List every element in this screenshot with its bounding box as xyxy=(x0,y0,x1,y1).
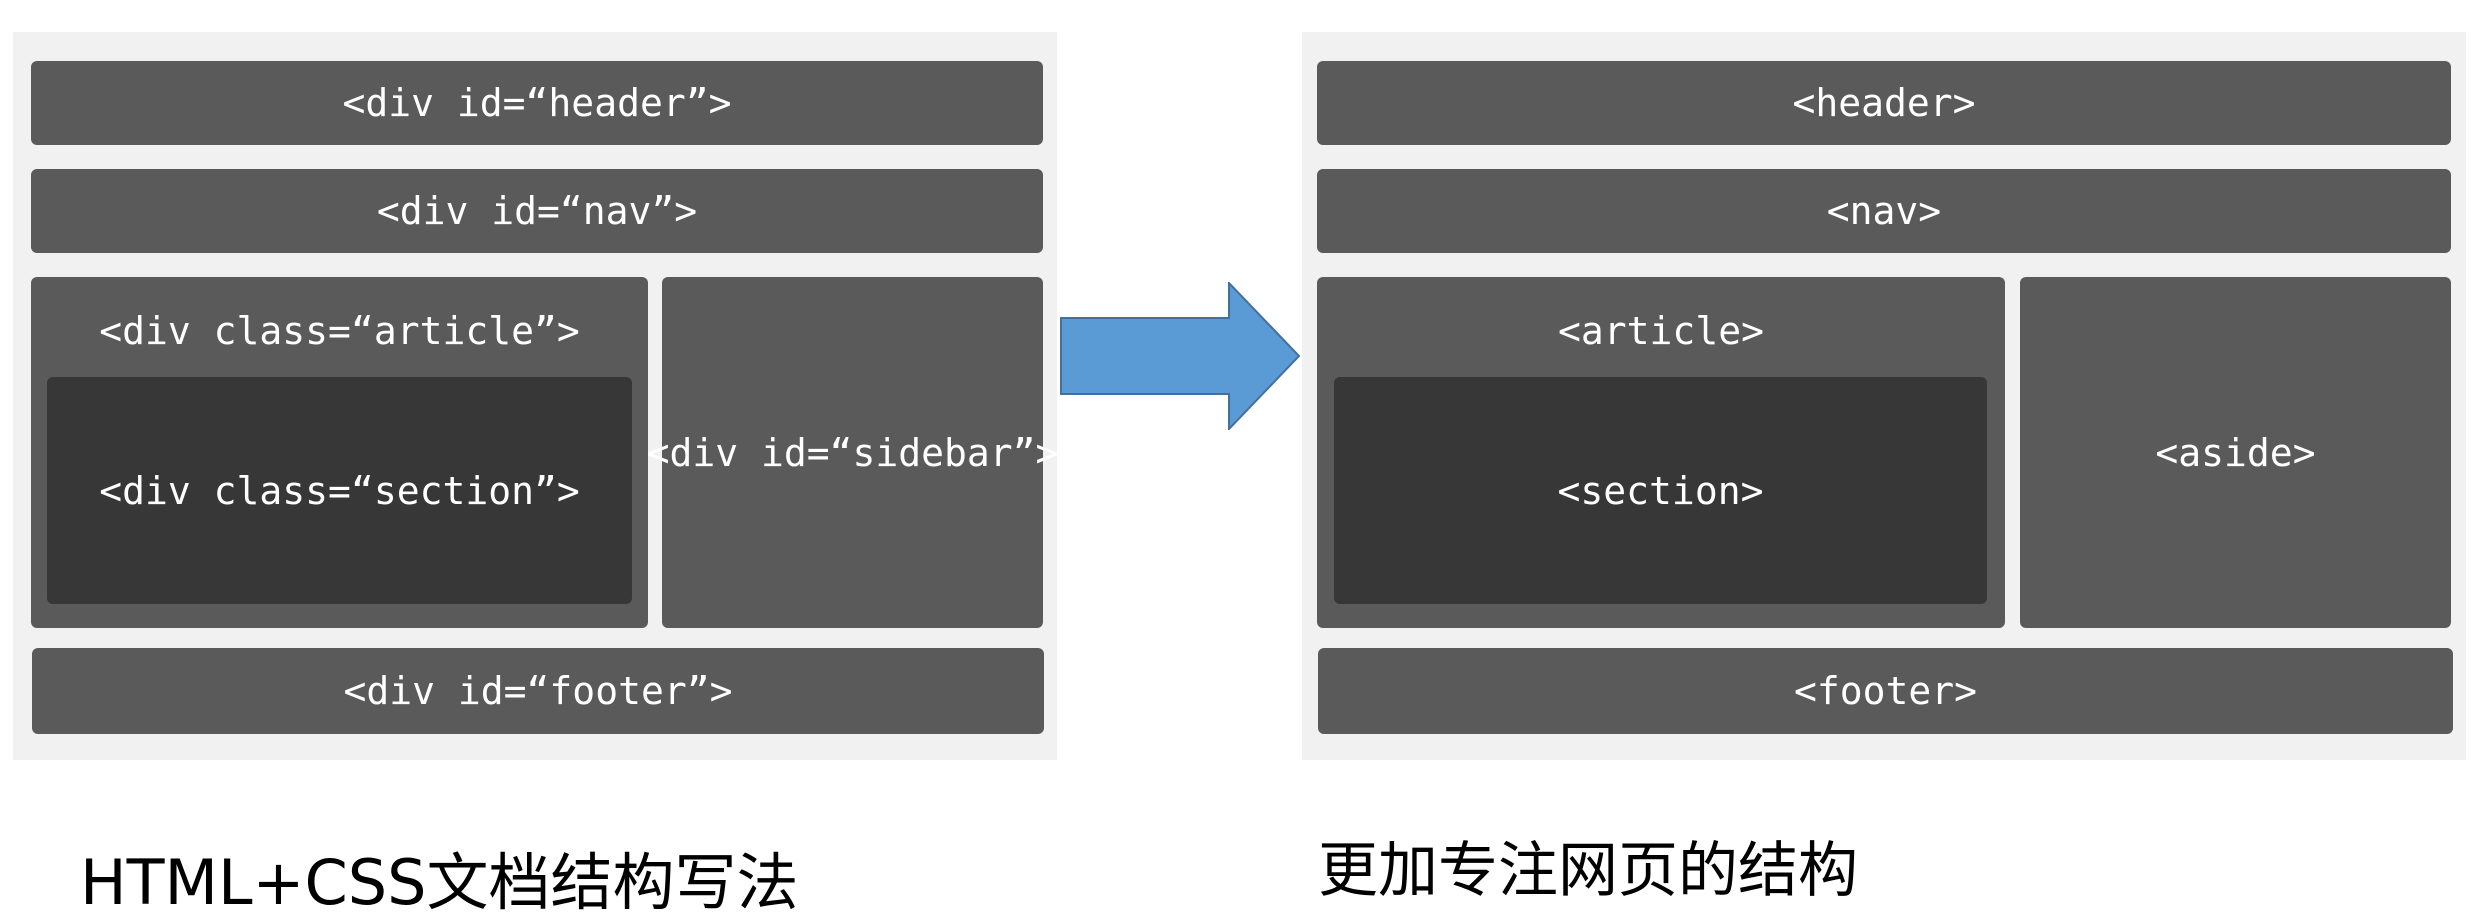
div-layout-diagram: <div id=“header”> <div id=“nav”> <div cl… xyxy=(13,32,1058,760)
header-block: <header> xyxy=(1317,61,2451,145)
left-caption: HTML+CSS文档结构写法 xyxy=(80,846,799,919)
article-label: <article> xyxy=(1558,309,1764,353)
aside-block: <aside> xyxy=(2020,277,2451,628)
section-block: <div class=“section”> xyxy=(47,377,632,604)
right-arrow-icon xyxy=(1060,282,1301,430)
sidebar-block: <div id=“sidebar”> xyxy=(647,277,1058,628)
article-block: <div class=“article”> <div class=“sectio… xyxy=(31,277,648,628)
semantic-layout-diagram: <header> <nav> <article> <section> <asid… xyxy=(1302,32,2466,760)
right-caption: 更加专注网页的结构 xyxy=(1318,836,1858,906)
section-block: <section> xyxy=(1334,377,1987,604)
header-block: <div id=“header”> xyxy=(31,61,1043,145)
article-label: <div class=“article”> xyxy=(99,309,580,353)
footer-block: <div id=“footer”> xyxy=(32,648,1044,734)
footer-block: <footer> xyxy=(1318,648,2453,734)
nav-block: <div id=“nav”> xyxy=(31,169,1043,253)
nav-block: <nav> xyxy=(1317,169,2451,253)
article-block: <article> <section> xyxy=(1317,277,2005,628)
arrow-shape xyxy=(1060,282,1301,430)
